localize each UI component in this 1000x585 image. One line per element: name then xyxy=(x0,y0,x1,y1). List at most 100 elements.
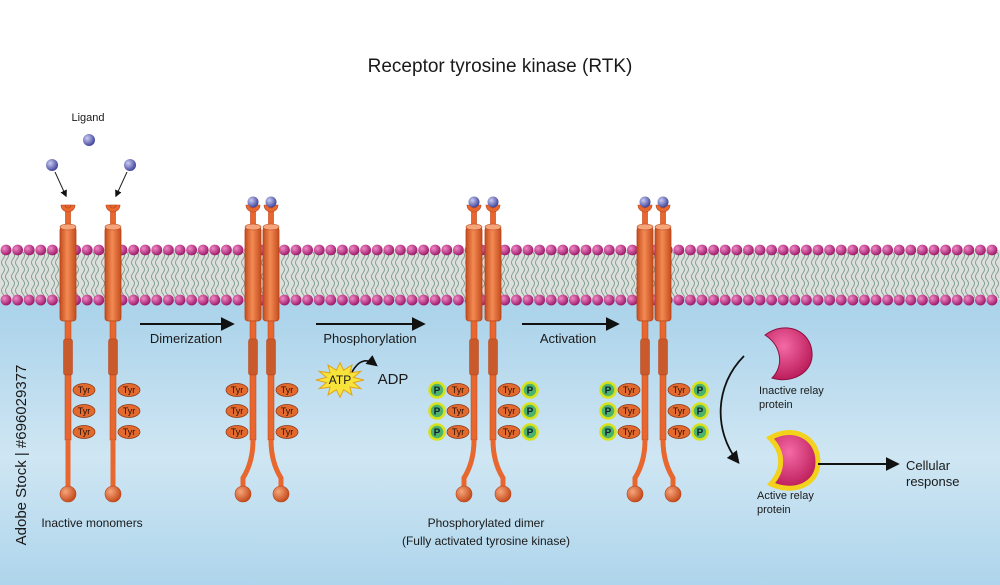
phospholipid-head xyxy=(360,244,371,256)
phospholipid-head xyxy=(499,294,511,306)
intracellular-linker xyxy=(489,320,497,340)
intracellular-chain xyxy=(641,374,649,441)
tyrosine-residue xyxy=(275,425,299,439)
phosphate-group xyxy=(428,402,446,420)
phospholipid-head xyxy=(337,294,348,306)
intracellular-chain xyxy=(64,374,72,441)
phospholipid-head xyxy=(951,244,963,256)
bound-ligand xyxy=(468,196,480,208)
atp-burst: ATP xyxy=(315,361,365,399)
phospholipid-head xyxy=(777,244,789,256)
tyrosine-residue xyxy=(497,404,521,418)
phospholipid-head xyxy=(545,244,557,256)
relay-activation-arrow xyxy=(719,355,745,464)
ligand-binding-site xyxy=(637,204,653,213)
tyr-label: Tyr xyxy=(281,427,294,437)
phospholipid-head xyxy=(847,244,859,256)
bound-ligand xyxy=(657,196,669,208)
phospholipid-head xyxy=(963,244,975,256)
phospholipid-head xyxy=(719,244,731,256)
phospholipid-head xyxy=(824,244,835,256)
c-terminal-knob xyxy=(59,485,77,503)
c-terminal-knob xyxy=(455,485,473,503)
phospholipid-head xyxy=(592,244,603,256)
phospholipid-head xyxy=(23,244,35,256)
c-terminal-knob xyxy=(626,485,644,503)
tyr-label: Tyr xyxy=(503,406,516,416)
tyr-label: Tyr xyxy=(123,406,136,416)
phospholipid-head xyxy=(893,244,905,256)
phosphate-group xyxy=(691,402,709,420)
intracellular-linker xyxy=(109,320,117,340)
intracellular-linker xyxy=(659,320,667,340)
phospholipid-head xyxy=(754,294,766,306)
phospholipid-head xyxy=(789,244,801,256)
ligand-binding-site xyxy=(655,204,671,213)
atp-label: ATP xyxy=(329,373,351,387)
phosphate-group xyxy=(599,402,617,420)
phospholipid-head xyxy=(23,294,35,306)
phospholipid-head xyxy=(812,294,824,306)
tyr-label: Tyr xyxy=(673,406,686,416)
phospholipid-head xyxy=(719,294,731,306)
phospholipid-head xyxy=(302,244,313,256)
tyrosine-residue xyxy=(446,425,470,439)
bound-ligand xyxy=(639,196,651,208)
phospholipid-head xyxy=(383,294,395,306)
c-terminal-knob xyxy=(104,485,122,503)
c-terminal-tail xyxy=(240,439,256,490)
phosphate-group xyxy=(521,423,539,441)
phosphate-label: P xyxy=(527,428,534,439)
phospholipid-head xyxy=(313,294,325,306)
phospholipid-head xyxy=(975,244,986,256)
phospholipid-head xyxy=(557,244,569,256)
adp-label: ADP xyxy=(378,371,409,388)
phospholipid-head xyxy=(580,294,592,306)
phosphate-label: P xyxy=(527,386,534,397)
phospholipid-head xyxy=(766,294,777,306)
phospholipid-head xyxy=(0,294,12,306)
tyrosine-residue xyxy=(72,383,96,397)
phospholipid-head xyxy=(928,294,940,306)
phospholipid-head xyxy=(522,294,534,306)
phospholipid-head xyxy=(453,294,464,306)
tyrosine-residue xyxy=(497,383,521,397)
phosphorylation-label: Phosphorylation xyxy=(323,331,416,346)
tyrosine-residue xyxy=(72,425,96,439)
phosphate-group xyxy=(428,381,446,399)
tyrosine-residue xyxy=(617,425,641,439)
ligand-binding-site xyxy=(245,204,261,213)
phospholipid-head xyxy=(557,294,569,306)
phospholipid-head xyxy=(615,294,627,306)
phospholipid-head xyxy=(395,244,406,256)
diagram-title: Receptor tyrosine kinase (RTK) xyxy=(368,56,633,77)
phospholipid-head xyxy=(685,294,696,306)
phospholipid-head xyxy=(603,244,615,256)
phospholipid-head xyxy=(777,294,789,306)
phospholipid-head xyxy=(128,244,140,256)
phospholipid-head xyxy=(569,244,580,256)
phospholipid-head xyxy=(128,294,140,306)
receptor-group: TyrTyrTyrTyrTyrTyrTyrTyrTyrTyrTyrTyrTyrP… xyxy=(59,196,709,503)
tyrosine-residue xyxy=(275,404,299,418)
phospholipid-head xyxy=(174,244,186,256)
tyr-label: Tyr xyxy=(281,385,294,395)
phospholipid-head xyxy=(859,294,870,306)
phosphorylated-dimer-label: Phosphorylated dimer xyxy=(428,516,545,530)
tyr-label: Tyr xyxy=(231,427,244,437)
phospholipid-head xyxy=(35,294,47,306)
phospholipid-head xyxy=(12,294,23,306)
phosphate-label: P xyxy=(697,428,704,439)
phospholipid-head xyxy=(545,294,557,306)
kinase-domain xyxy=(469,338,479,376)
ligand-binding-site xyxy=(105,204,121,213)
phospholipid-head xyxy=(882,244,893,256)
c-terminal-knob xyxy=(664,485,682,503)
phosphate-group xyxy=(428,423,446,441)
c-terminal-tail xyxy=(461,439,477,490)
transmembrane-domain xyxy=(484,226,502,322)
phospholipid-head xyxy=(499,244,511,256)
